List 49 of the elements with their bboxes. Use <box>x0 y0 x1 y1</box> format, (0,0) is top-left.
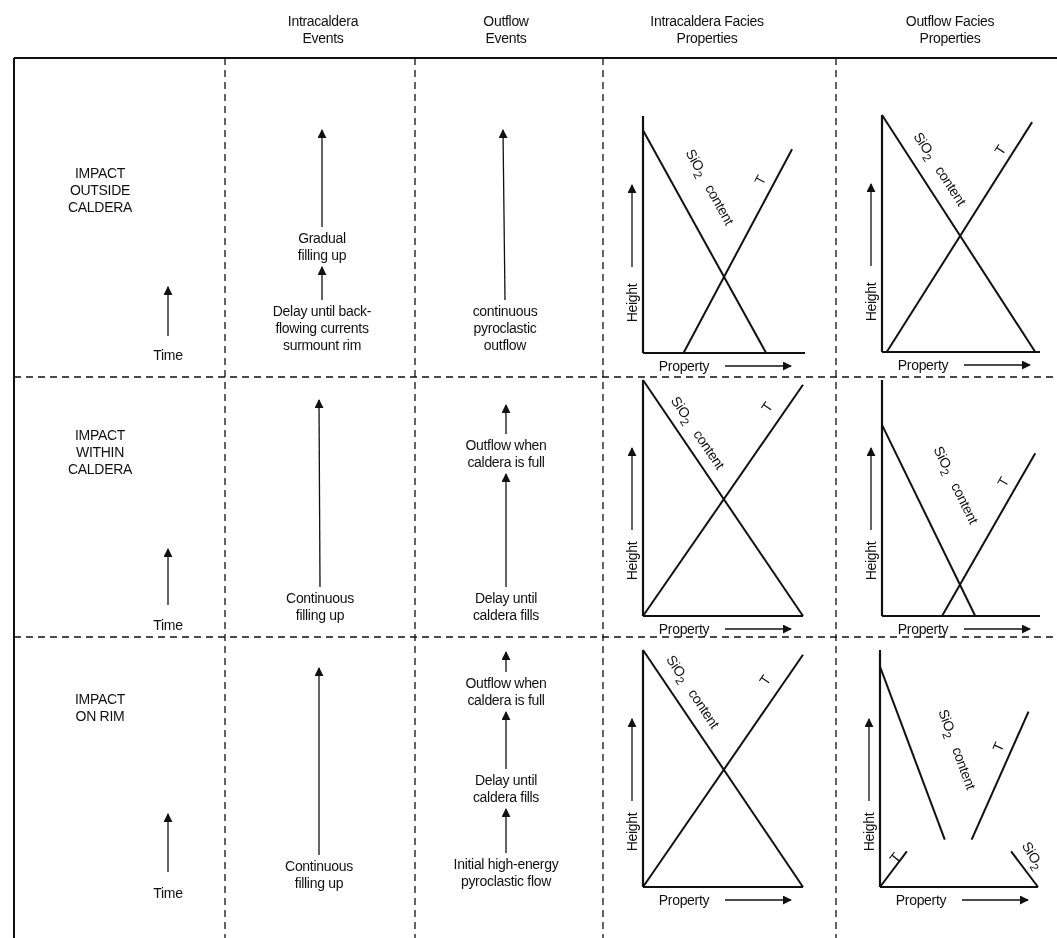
arrow <box>314 399 324 588</box>
graph-label: Height <box>863 541 879 581</box>
graph-label: Property <box>658 892 710 908</box>
arrow <box>501 651 511 673</box>
event-text: Delay until caldera fills <box>461 590 551 624</box>
graph-label: Property <box>658 621 710 637</box>
graph-label: Property <box>658 358 710 374</box>
graph-label: T <box>994 474 1012 490</box>
graph-label: T <box>886 849 904 867</box>
arrow <box>498 129 508 301</box>
event-text: Delay until caldera fills <box>461 772 551 806</box>
event-text: Initial high-energy pyroclastic flow <box>442 856 570 890</box>
graph-label: T <box>758 399 776 415</box>
graph-label: T <box>756 672 774 688</box>
column-heading: Intracaldera Events <box>286 13 360 47</box>
graph-label: T <box>751 172 769 188</box>
graph-label: Height <box>863 282 879 322</box>
arrow <box>314 667 324 856</box>
graph-label: Height <box>624 812 640 852</box>
graph-label: T <box>991 142 1009 158</box>
graph-label: Height <box>624 283 640 323</box>
arrow <box>317 129 327 228</box>
graph-label: T <box>989 739 1007 755</box>
axis-label: Time <box>153 617 183 633</box>
event-text: Gradual filling up <box>282 230 362 264</box>
event-text: Continuous filling up <box>276 858 362 892</box>
graph-label: Property <box>895 892 947 908</box>
event-text: Delay until back-flowing currents surmount rim <box>262 303 382 354</box>
arrow <box>317 266 327 301</box>
graph-label: Property <box>897 357 949 373</box>
axis-label: Time <box>153 347 183 363</box>
event-text: Continuous filling up <box>277 590 363 624</box>
event-text: continuous pyroclastic outflow <box>455 303 555 354</box>
row-heading: IMPACT ON RIM <box>73 691 127 725</box>
graph-label: Height <box>624 541 640 581</box>
column-heading: Outflow Events <box>482 13 530 47</box>
graph-label: Property <box>897 621 949 637</box>
event-text: Outflow when caldera is full <box>451 437 561 471</box>
graph-label: Height <box>861 812 877 852</box>
row-heading: IMPACT WITHIN CALDERA <box>67 427 133 478</box>
arrow <box>501 808 511 854</box>
arrow <box>501 404 511 435</box>
column-heading: Intracaldera Facies Properties <box>649 13 765 47</box>
arrow <box>501 711 511 770</box>
column-heading: Outflow Facies Properties <box>904 13 996 47</box>
arrow <box>501 473 511 588</box>
axis-label: Time <box>153 885 183 901</box>
event-text: Outflow when caldera is full <box>451 675 561 709</box>
row-heading: IMPACT OUTSIDE CALDERA <box>67 165 133 216</box>
